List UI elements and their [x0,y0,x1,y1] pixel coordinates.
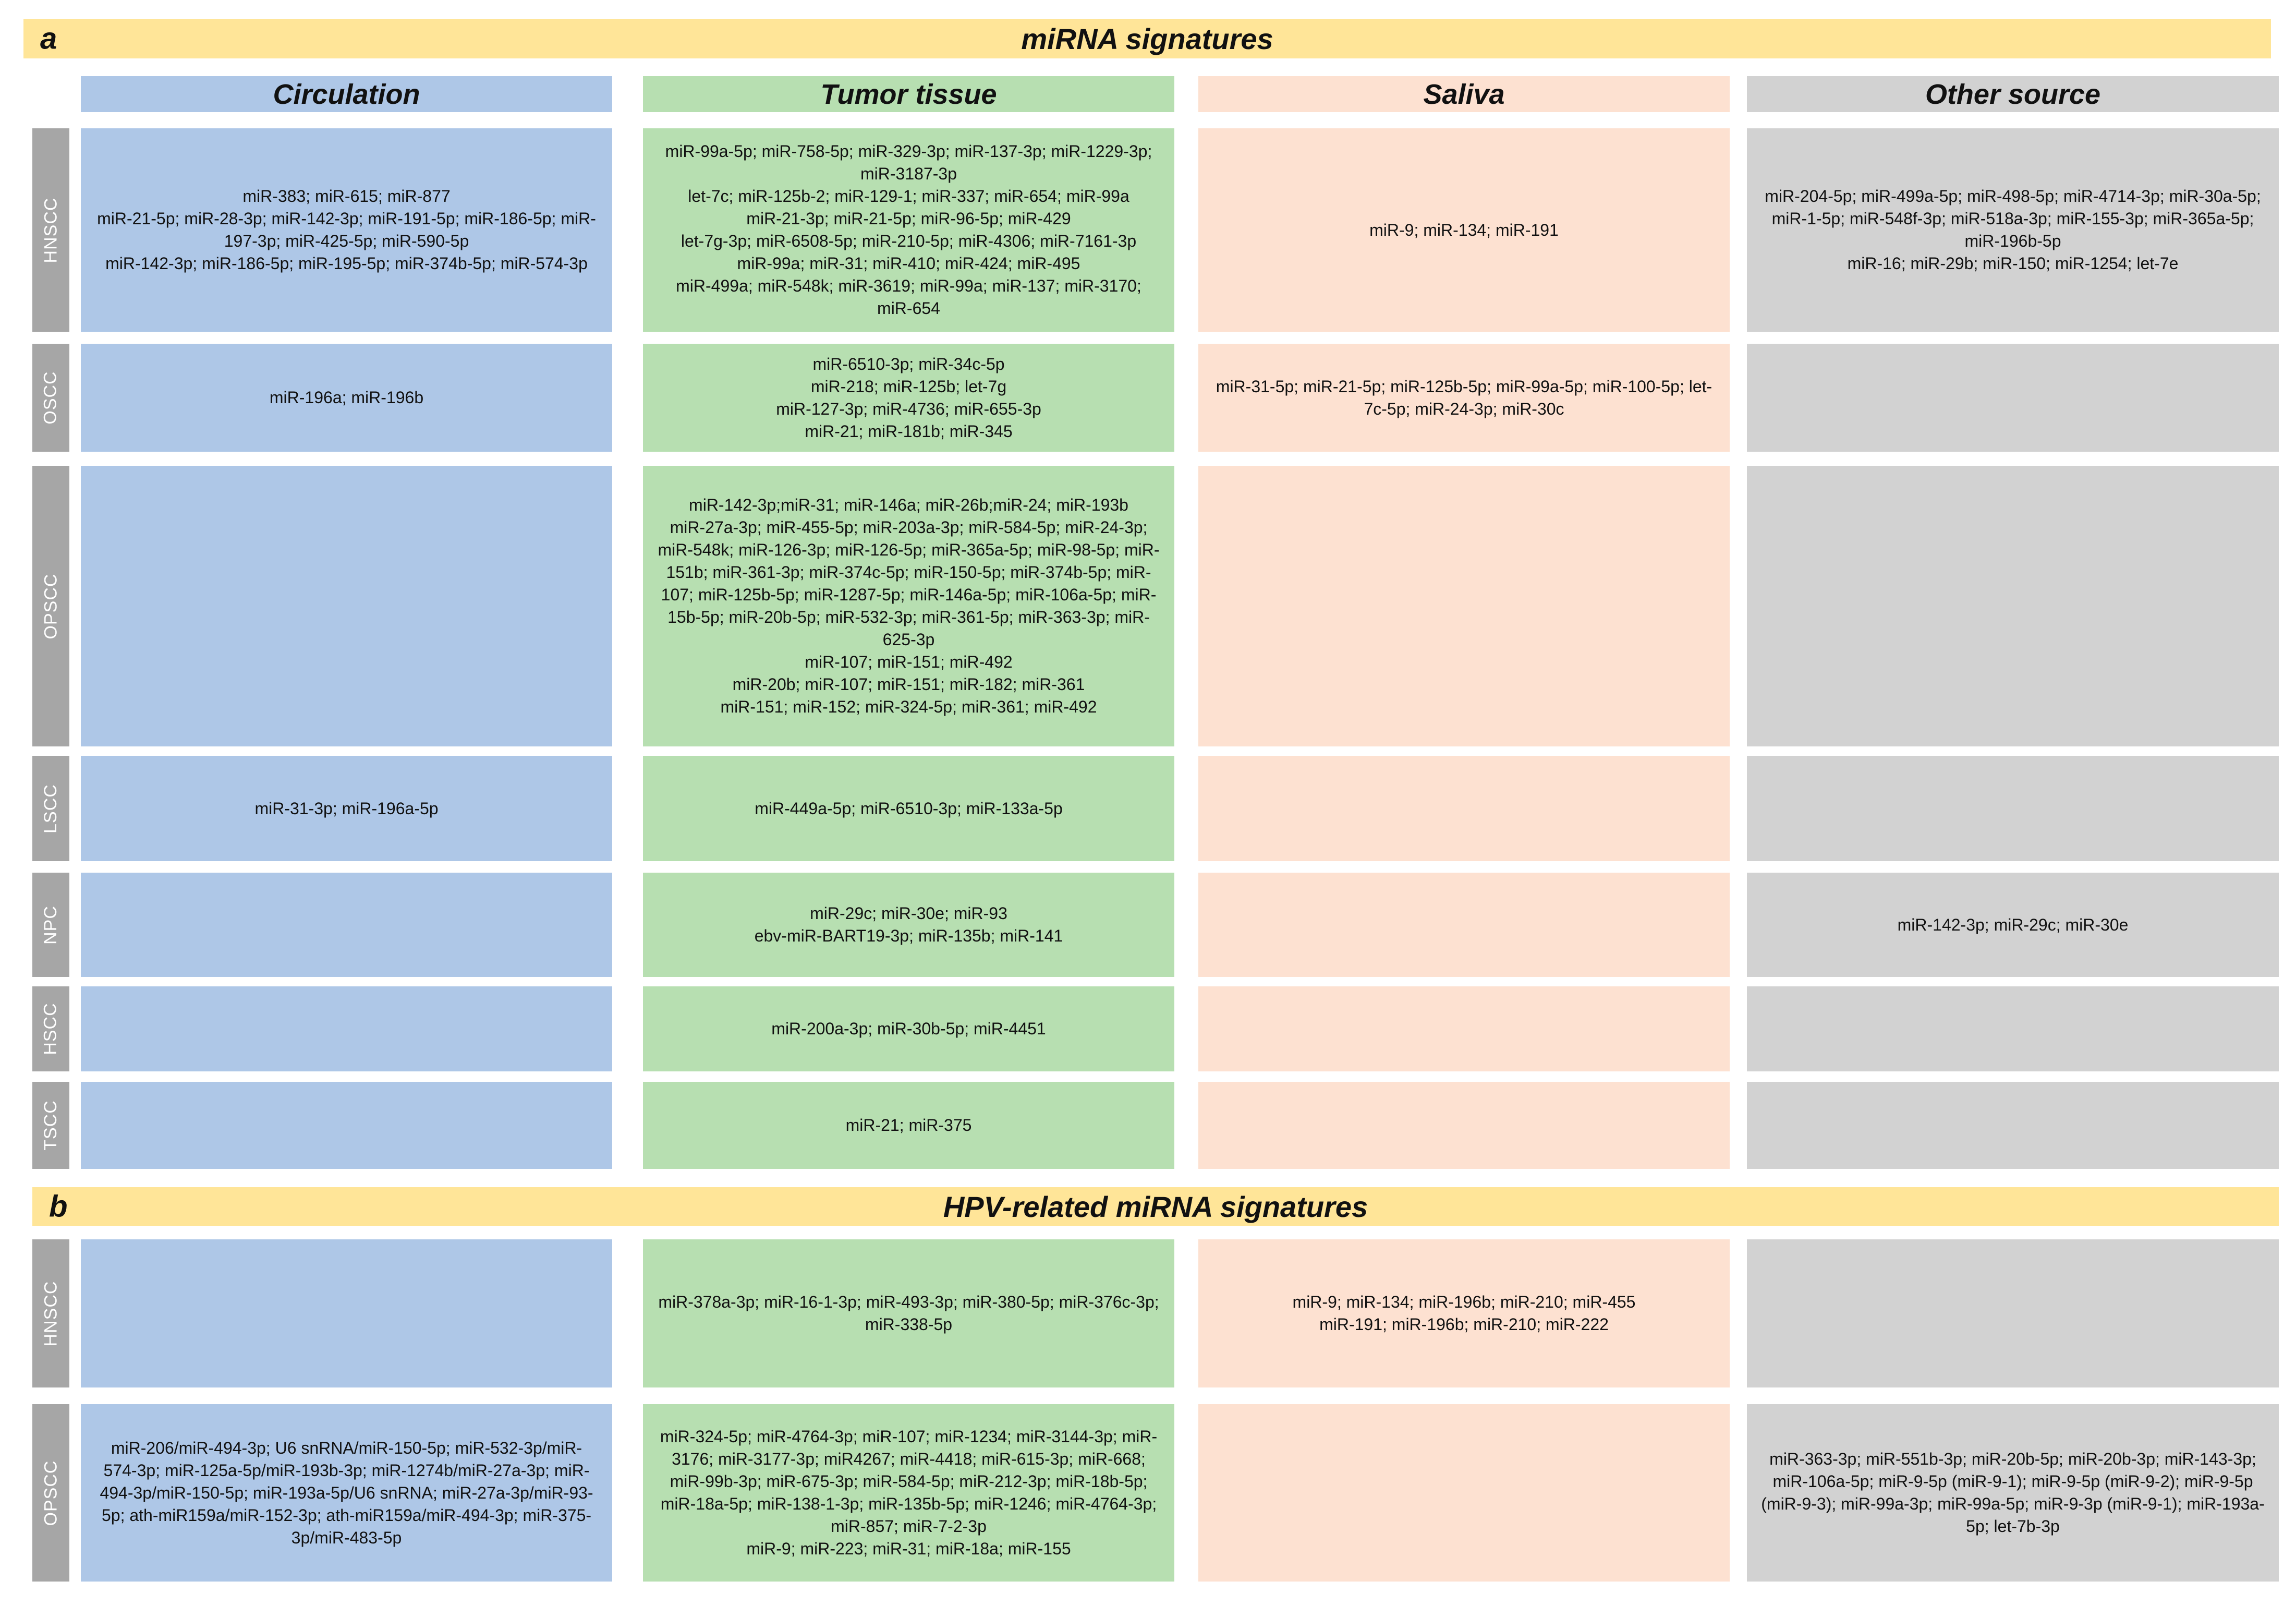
cell-tscc-tumor-tissue: miR-21; miR-375 [643,1082,1174,1169]
cell-oscc-other-source [1747,344,2279,452]
row-label-hpv-opscc: OPSCC [32,1404,69,1582]
cell-hnscc-other-source: miR-204-5p; miR-499a-5p; miR-498-5p; miR… [1747,128,2279,332]
column-header-saliva: Saliva [1198,76,1730,112]
section-b-title: HPV-related miRNA signatures [943,1190,1368,1223]
row-label-opscc: OPSCC [32,466,69,746]
cell-hpv-hnscc-saliva: miR-9; miR-134; miR-196b; miR-210; miR-4… [1198,1239,1730,1387]
row-label-lscc: LSCC [32,756,69,861]
column-header-other-source: Other source [1747,76,2279,112]
cell-npc-other-source: miR-142-3p; miR-29c; miR-30e [1747,873,2279,977]
cell-tscc-saliva [1198,1082,1730,1169]
column-header-circulation: Circulation [81,76,612,112]
cell-hpv-opscc-circulation: miR-206/miR-494-3p; U6 snRNA/miR-150-5p;… [81,1404,612,1582]
row-label-oscc: OSCC [32,344,69,452]
row-label-tscc: TSCC [32,1082,69,1169]
cell-hpv-opscc-other-source: miR-363-3p; miR-551b-3p; miR-20b-5p; miR… [1747,1404,2279,1582]
cell-hpv-opscc-saliva [1198,1404,1730,1582]
cell-oscc-circulation: miR-196a; miR-196b [81,344,612,452]
section-b-letter: b [49,1189,68,1224]
cell-hpv-hnscc-tumor-tissue: miR-378a-3p; miR-16-1-3p; miR-493-3p; mi… [643,1239,1174,1387]
row-label-hscc: HSCC [32,986,69,1071]
section-a-banner: a miRNA signatures [23,19,2271,58]
cell-lscc-saliva [1198,756,1730,861]
cell-tscc-other-source [1747,1082,2279,1169]
cell-hscc-saliva [1198,986,1730,1071]
cell-opscc-saliva [1198,466,1730,746]
cell-lscc-tumor-tissue: miR-449a-5p; miR-6510-3p; miR-133a-5p [643,756,1174,861]
cell-hnscc-tumor-tissue: miR-99a-5p; miR-758-5p; miR-329-3p; miR-… [643,128,1174,332]
cell-hscc-tumor-tissue: miR-200a-3p; miR-30b-5p; miR-4451 [643,986,1174,1071]
cell-npc-saliva [1198,873,1730,977]
cell-tscc-circulation [81,1082,612,1169]
cell-hpv-opscc-tumor-tissue: miR-324-5p; miR-4764-3p; miR-107; miR-12… [643,1404,1174,1582]
cell-lscc-other-source [1747,756,2279,861]
cell-oscc-tumor-tissue: miR-6510-3p; miR-34c-5p miR-218; miR-125… [643,344,1174,452]
cell-hnscc-saliva: miR-9; miR-134; miR-191 [1198,128,1730,332]
cell-hpv-hnscc-other-source [1747,1239,2279,1387]
section-a-letter: a [40,21,57,56]
row-label-hpv-hnscc: HNSCC [32,1239,69,1387]
cell-hnscc-circulation: miR-383; miR-615; miR-877 miR-21-5p; miR… [81,128,612,332]
row-label-npc: NPC [32,873,69,977]
cell-hpv-hnscc-circulation [81,1239,612,1387]
cell-lscc-circulation: miR-31-3p; miR-196a-5p [81,756,612,861]
section-a-title: miRNA signatures [1021,22,1273,55]
cell-opscc-circulation [81,466,612,746]
cell-hscc-other-source [1747,986,2279,1071]
cell-opscc-tumor-tissue: miR-142-3p;miR-31; miR-146a; miR-26b;miR… [643,466,1174,746]
cell-npc-tumor-tissue: miR-29c; miR-30e; miR-93 ebv-miR-BART19-… [643,873,1174,977]
cell-hscc-circulation [81,986,612,1071]
cell-npc-circulation [81,873,612,977]
column-header-tumor-tissue: Tumor tissue [643,76,1174,112]
cell-oscc-saliva: miR-31-5p; miR-21-5p; miR-125b-5p; miR-9… [1198,344,1730,452]
cell-opscc-other-source [1747,466,2279,746]
section-b-banner: b HPV-related miRNA signatures [32,1187,2279,1226]
row-label-hnscc: HNSCC [32,128,69,332]
